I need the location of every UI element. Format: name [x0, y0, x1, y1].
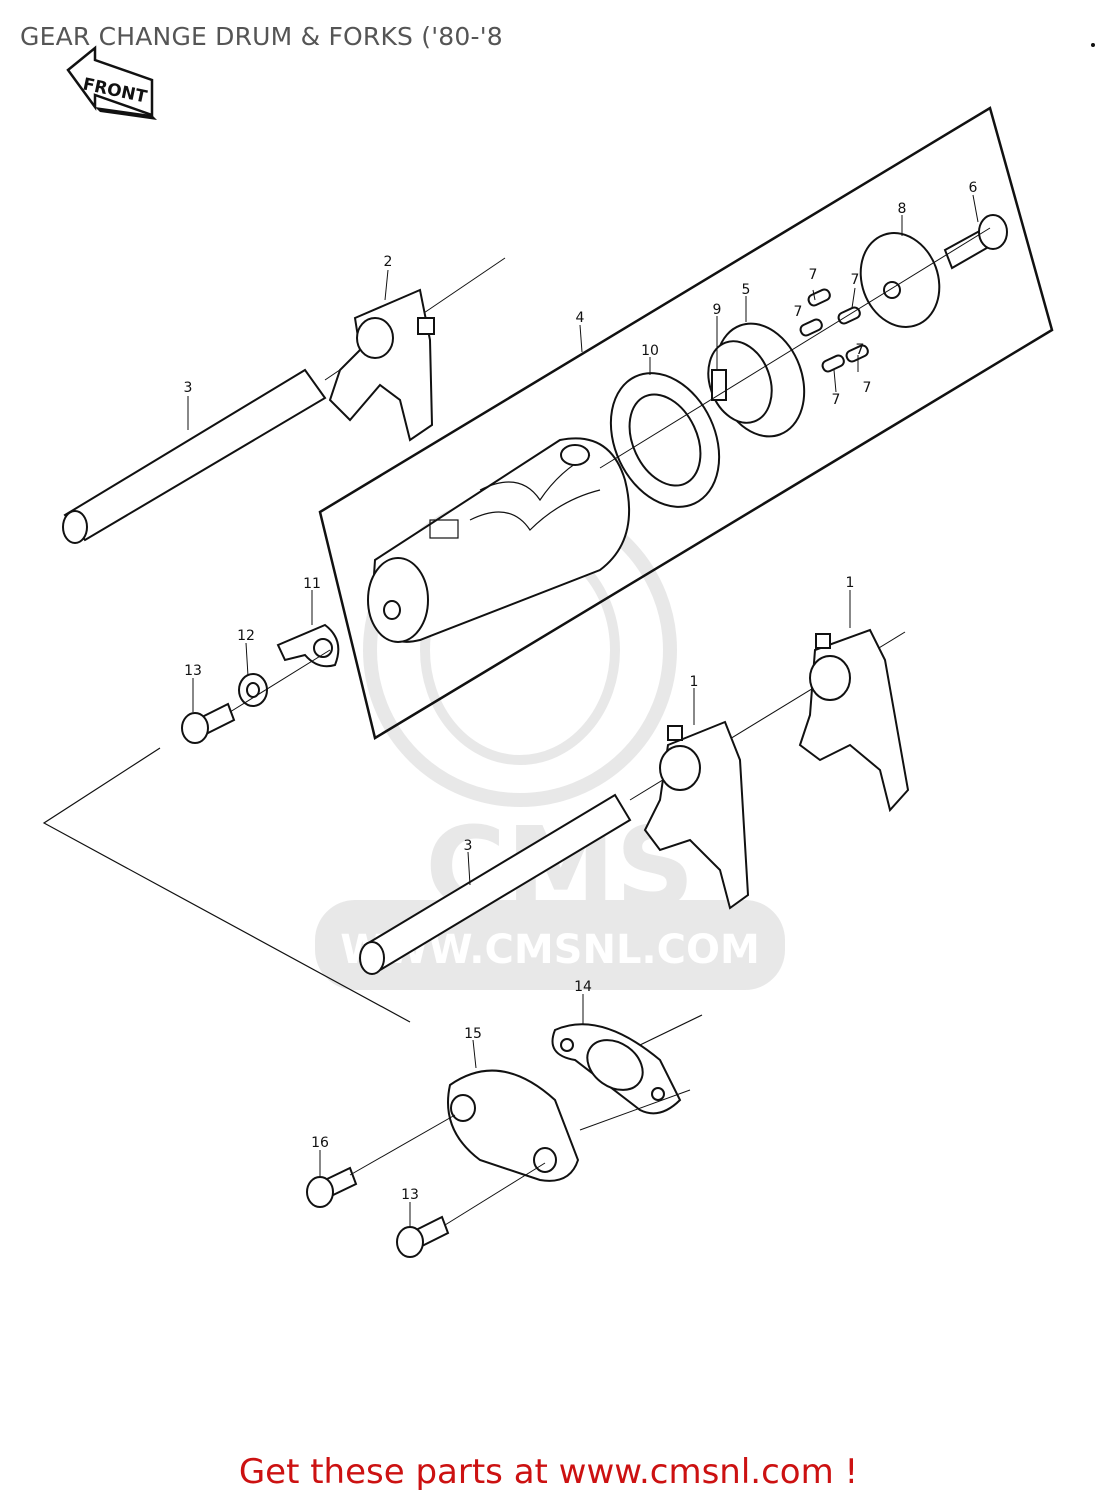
gasket-14 [551, 1023, 682, 1115]
callout-6: 6 [969, 180, 978, 196]
callout-2: 2 [384, 254, 393, 270]
corner-dot [1091, 43, 1095, 47]
bearing-10 [609, 372, 721, 508]
shift-fork-2 [328, 288, 435, 442]
cover-15 [447, 1069, 580, 1182]
washer-12 [238, 673, 268, 707]
bolt-16 [306, 1114, 456, 1208]
callout-12: 12 [237, 628, 255, 644]
drum-pins-7 [799, 288, 869, 373]
detent-axis-line [229, 649, 331, 713]
callout-15: 15 [464, 1026, 482, 1042]
callout-3-upper: 3 [184, 380, 193, 396]
cover-axis-line [579, 1089, 691, 1131]
bolt-13-upper [181, 702, 236, 744]
drum-axis-line [599, 227, 991, 469]
bolt-6 [943, 214, 1008, 270]
callout-11: 11 [303, 576, 321, 592]
callout-7-e: 7 [863, 380, 872, 396]
shift-rod-upper [62, 257, 506, 544]
drum-plate-8 [859, 232, 941, 328]
callout-7-b: 7 [851, 272, 860, 288]
page-title: GEAR CHANGE DRUM & FORKS ('80-'8 [20, 22, 503, 51]
callout-7-c: 7 [794, 304, 803, 320]
callout-8: 8 [898, 201, 907, 217]
footer-cta-link[interactable]: Get these parts at www.cmsnl.com ! [238, 1452, 859, 1492]
callout-13-lower: 13 [401, 1187, 419, 1203]
shift-fork-1-left [643, 720, 750, 910]
lower-box-left [42, 747, 411, 1023]
callout-7-f: 7 [832, 392, 841, 408]
callout-9: 9 [713, 302, 722, 318]
lower-box-right [639, 1014, 703, 1046]
bolt-13-lower [396, 1162, 546, 1258]
detent-arm-11 [276, 623, 340, 668]
callout-13-upper: 13 [184, 663, 202, 679]
callout-1-right: 1 [846, 575, 855, 591]
callout-14: 14 [574, 979, 592, 995]
callout-7-a: 7 [809, 267, 818, 283]
callout-5: 5 [742, 282, 751, 298]
callout-7-d: 7 [856, 342, 865, 358]
drum-assembly-box [318, 106, 1054, 740]
callout-16: 16 [311, 1135, 329, 1151]
shift-fork-1-right [798, 628, 910, 813]
callout-4: 4 [576, 310, 585, 326]
callout-1-left: 1 [690, 674, 699, 690]
callout-10: 10 [641, 343, 659, 359]
shift-drum [367, 437, 631, 643]
callout-3-lower: 3 [464, 838, 473, 854]
callout-leaders [187, 194, 979, 1228]
front-arrow-icon: FRONT [66, 45, 157, 120]
